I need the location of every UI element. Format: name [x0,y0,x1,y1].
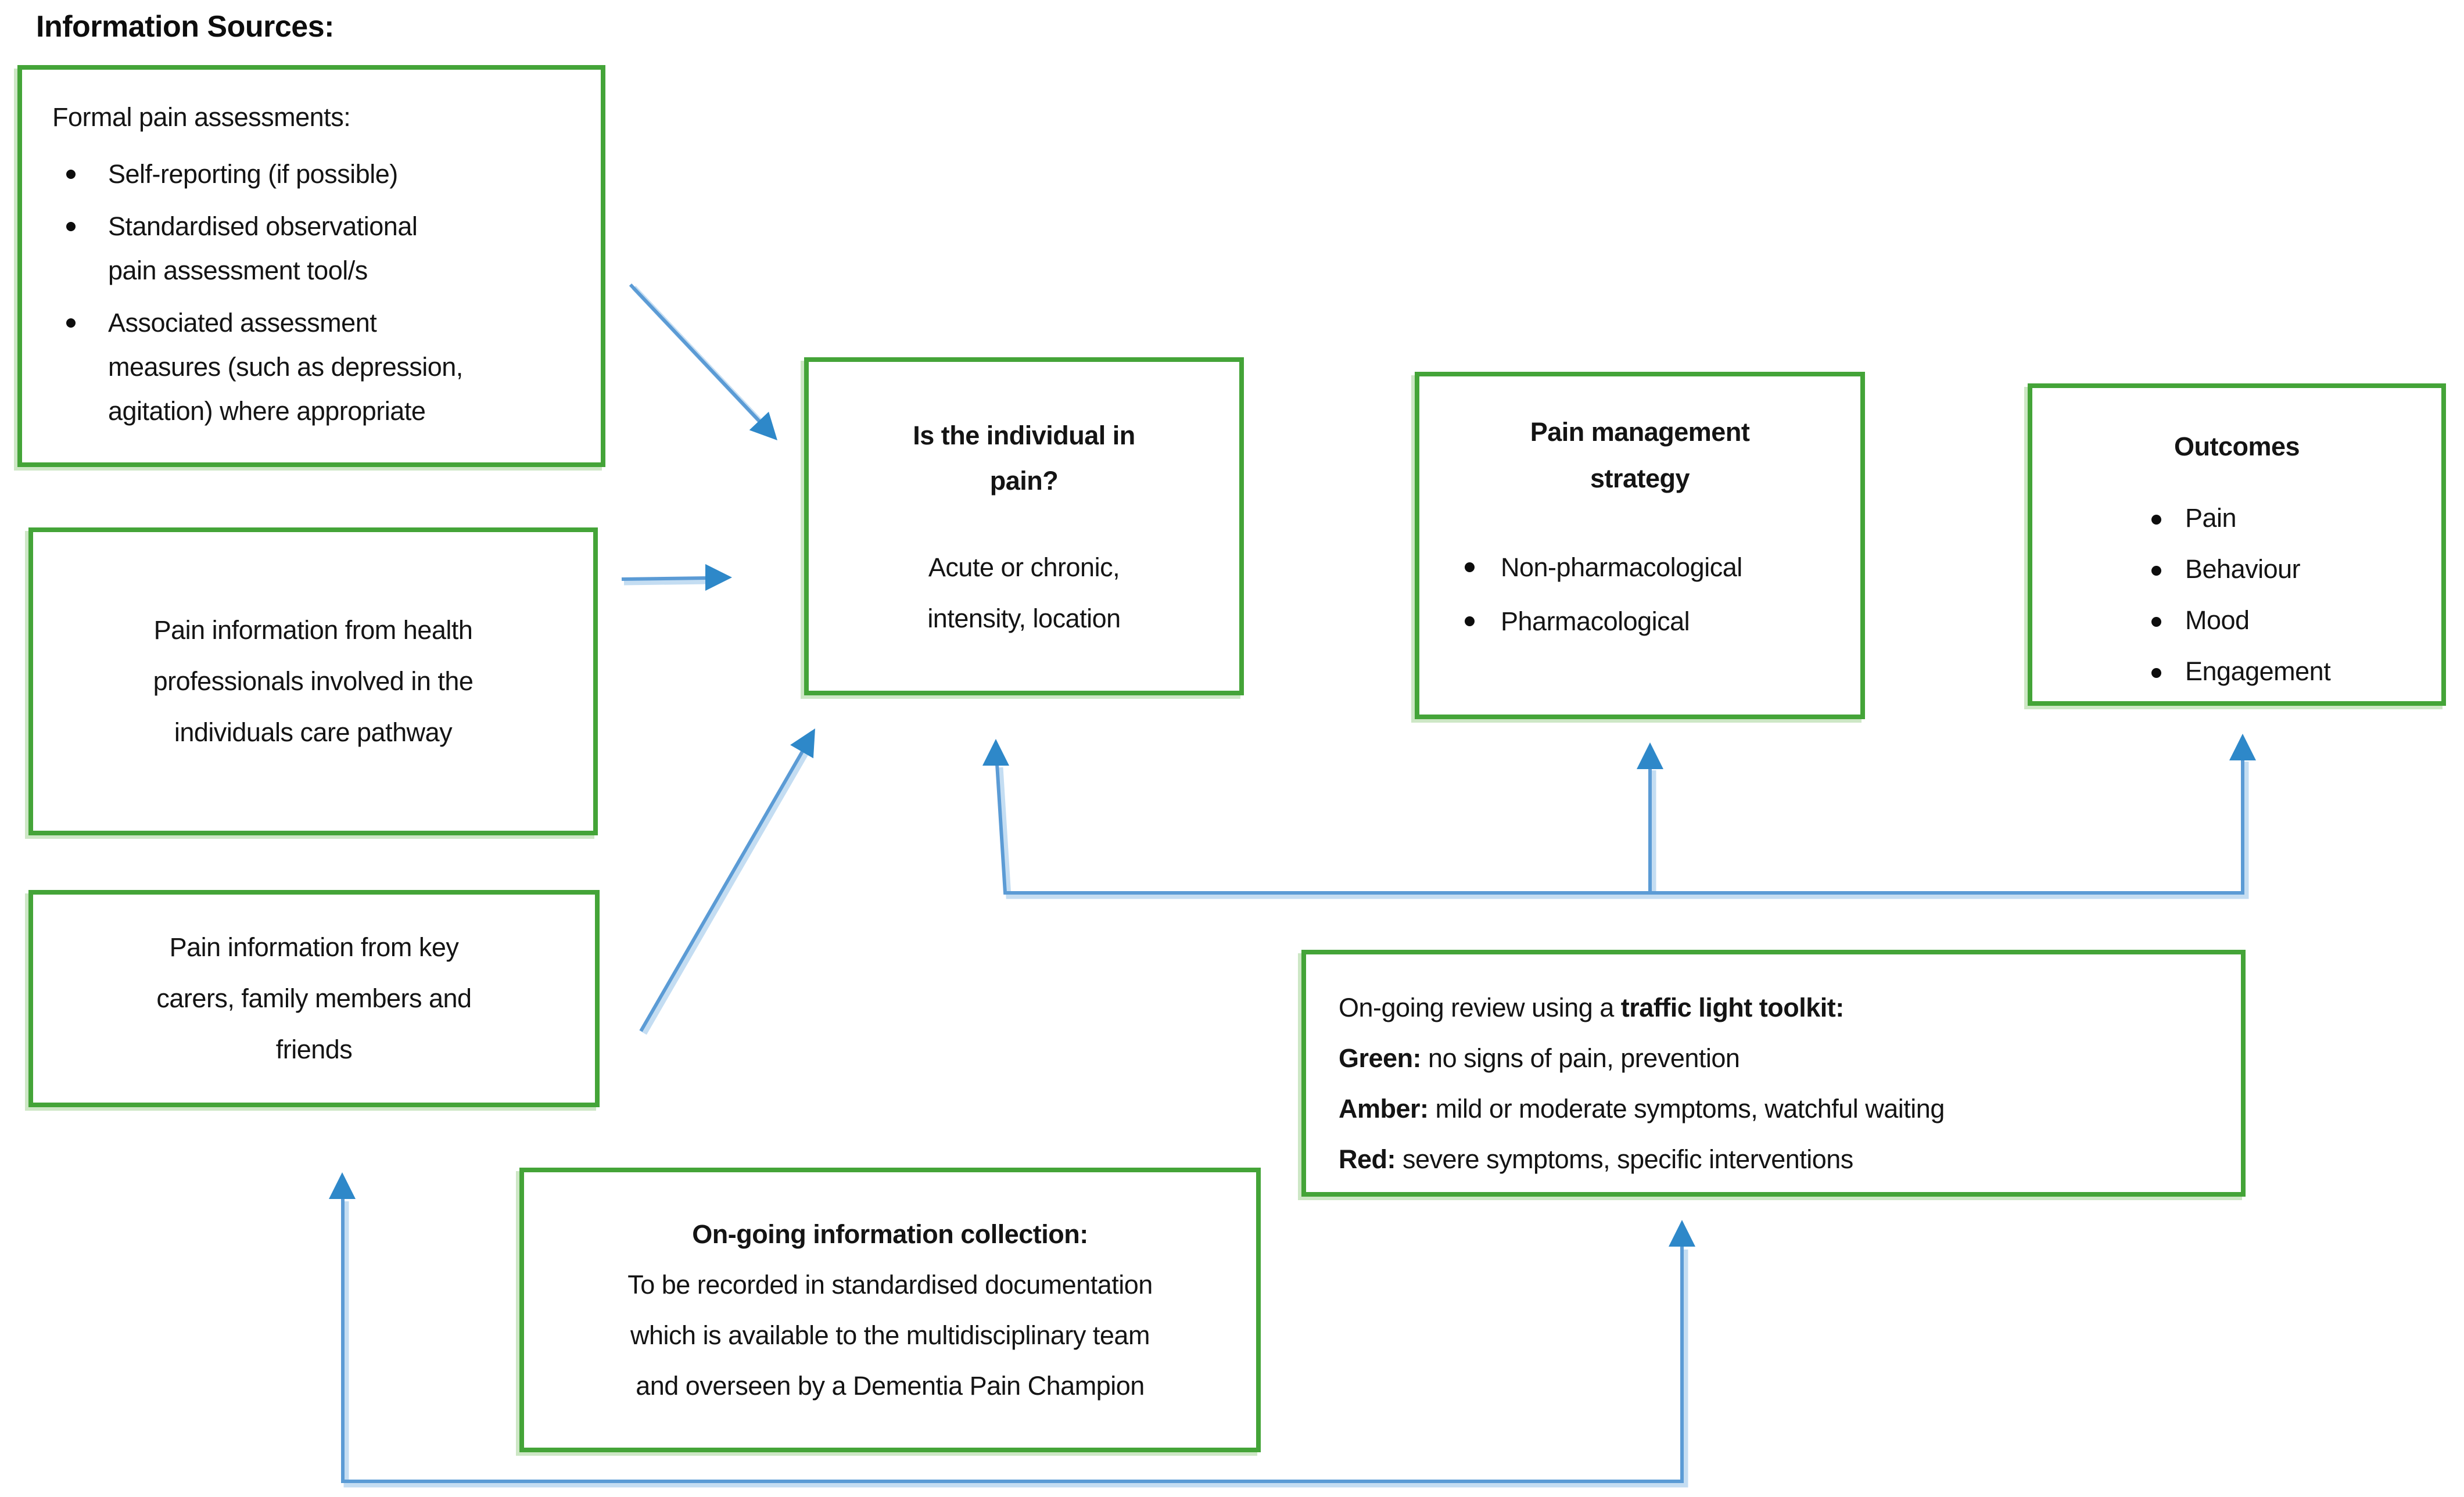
box-key-carers: Pain information from key carers, family… [28,890,600,1107]
box-outcomes: Outcomes Pain Behaviour Mood Engagement [2028,383,2446,706]
box-formal-pain-assessments: Formal pain assessments: Self-reporting … [17,65,605,467]
page-title: Information Sources: [36,10,334,44]
review-line: Amber: mild or moderate symptoms, watchf… [1339,1094,1945,1123]
review-line: Red: severe symptoms, specific intervent… [1339,1144,1853,1174]
individual-pain-detail: Acute or chronic, intensity, location [927,552,1121,633]
key-carers-text: Pain information from key carers, family… [156,932,472,1064]
formal-intro: Formal pain assessments: [52,102,351,132]
bullet-icon [1465,562,1475,572]
list-item: Behaviour [2151,544,2330,595]
bullet-icon [66,318,76,328]
bullet-icon [2151,566,2161,576]
arrow-review-to-management [1637,742,1663,769]
box-traffic-light-review: On-going review using a traffic light to… [1301,950,2246,1197]
formal-bullet-list: Self-reporting (if possible) Standardise… [52,152,583,433]
arrow-review-to-pain [982,739,1009,766]
list-item: Mood [2151,595,2330,646]
bullet-icon [2151,668,2161,678]
arrow-review-feedback-bracket [982,734,2256,899]
management-title: Pain management strategy [1530,417,1750,493]
management-bullet-list: Non-pharmacological Pharmacological [1465,540,1742,648]
arrow-carers-to-pain [639,728,815,1035]
individual-pain-title: Is the individual in pain? [913,421,1135,496]
review-line: Green: no signs of pain, prevention [1339,1043,1740,1073]
arrow-formal-to-pain [629,283,777,440]
collection-title: On-going information collection: [692,1219,1088,1249]
list-item: Associated assessment measures (such as … [52,301,468,433]
health-professionals-text: Pain information from health professiona… [153,615,474,747]
list-item: Engagement [2151,646,2331,697]
arrow-review-to-outcomes [2229,734,2256,760]
list-item: Pharmacological [1465,594,1742,648]
bullet-icon [66,222,76,231]
arrow-collection-to-carers [329,1172,356,1199]
list-item: Standardised observational pain assessme… [52,204,468,293]
box-information-collection: On-going information collection: To be r… [519,1168,1261,1452]
list-item: Non-pharmacological [1465,540,1742,594]
outcomes-title: Outcomes [2174,432,2300,461]
list-item: Self-reporting (if possible) [52,152,468,196]
bullet-icon [66,170,76,179]
box-pain-management-strategy: Pain management strategy Non-pharmacolog… [1415,372,1865,719]
arrow-health-to-pain [621,564,732,591]
arrow-collection-to-review [1669,1220,1695,1247]
list-item: Pain [2151,493,2330,544]
bullet-icon [1465,616,1475,626]
box-health-professionals: Pain information from health professiona… [28,527,598,835]
review-line: On-going review using a traffic light to… [1339,993,1844,1022]
collection-body: To be recorded in standardised documenta… [627,1270,1153,1401]
bullet-icon [2151,617,2161,627]
box-individual-in-pain: Is the individual in pain? Acute or chro… [804,357,1244,695]
outcomes-bullet-list: Pain Behaviour Mood Engagement [2151,493,2331,697]
bullet-icon [2151,515,2161,525]
